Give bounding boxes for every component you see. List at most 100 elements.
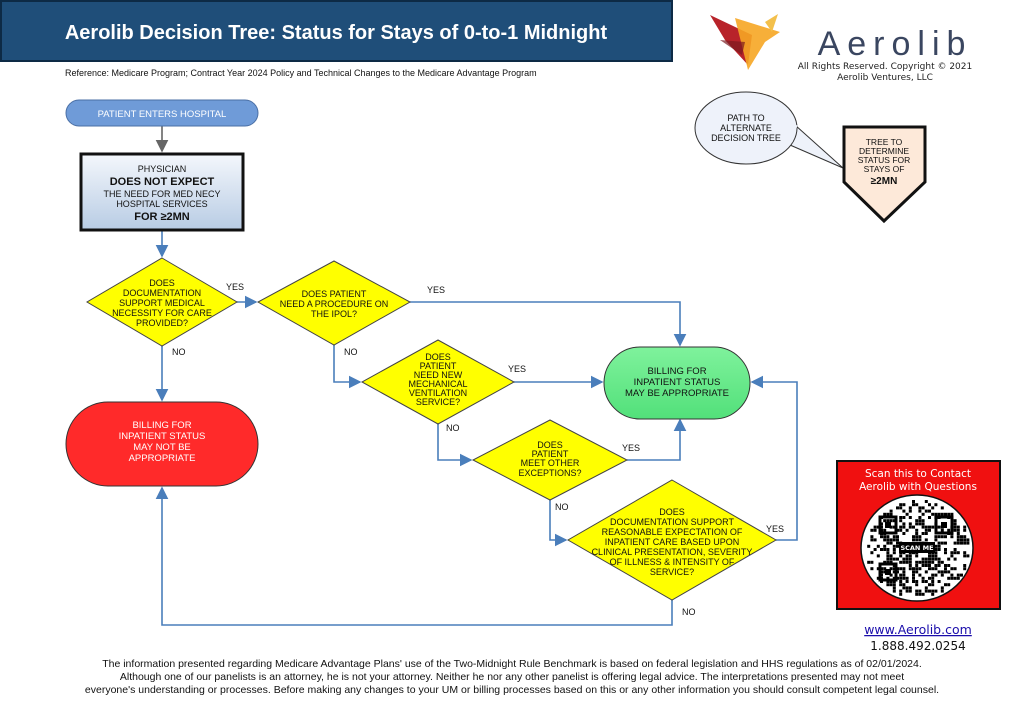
qr-module — [905, 586, 909, 590]
qr-module — [931, 512, 935, 516]
qr-module — [886, 541, 890, 545]
qr-module — [924, 586, 928, 590]
qr-module — [915, 503, 919, 507]
node-text: STAYS OF — [864, 164, 905, 174]
qr-module — [956, 525, 960, 529]
qr-module — [947, 576, 951, 580]
qr-module — [934, 535, 938, 539]
node-text: NEED A PROCEDURE ON — [280, 299, 389, 309]
qr-module — [902, 509, 906, 513]
node-text: NEED NEW — [414, 370, 463, 380]
qr-module — [902, 573, 906, 577]
node-text: INPATIENT STATUS — [634, 377, 721, 388]
qr-module — [934, 503, 938, 507]
no-label: NO — [446, 423, 460, 433]
qr-module — [924, 500, 928, 503]
node-text: ≥2MN — [871, 176, 898, 187]
node-text: TREE TO — [866, 137, 903, 147]
qr-module — [937, 535, 941, 539]
qr-module — [892, 557, 896, 561]
flow-edges — [155, 126, 798, 626]
qr-module — [905, 589, 909, 593]
qr-module — [915, 589, 919, 593]
qr-module — [902, 576, 906, 580]
aerolib-logo: Aerolib All Rights Reserved. Copyright ©… — [710, 14, 972, 83]
qr-module — [883, 519, 887, 523]
website-link[interactable]: www.Aerolib.com — [864, 622, 972, 637]
qr-module — [931, 560, 935, 564]
qr-module — [934, 538, 938, 542]
qr-module — [902, 522, 906, 526]
qr-module — [889, 525, 893, 529]
qr-module — [928, 509, 931, 513]
qr-module — [934, 564, 938, 567]
node-text: EXCEPTIONS? — [518, 468, 581, 478]
decision-mechanical-ventilation: DOES PATIENT NEED NEW MECHANICAL VENTILA… — [360, 339, 516, 425]
qr-module — [950, 535, 954, 539]
qr-module — [896, 557, 899, 561]
qr-contact-panel[interactable]: Scan this to Contact Aerolib with Questi… — [836, 460, 1001, 610]
qr-module — [886, 535, 890, 539]
qr-module — [899, 589, 903, 593]
qr-module — [940, 560, 944, 564]
qr-module — [928, 576, 931, 580]
qr-module — [896, 538, 899, 542]
qr-module — [928, 554, 931, 558]
no-label: NO — [344, 347, 358, 357]
qr-module — [928, 564, 931, 567]
qr-module — [956, 538, 960, 542]
qr-module — [905, 512, 909, 516]
qr-module — [960, 573, 963, 577]
logo-wordmark: Aerolib — [818, 25, 973, 63]
qr-module — [934, 544, 938, 548]
node-text: NECESSITY FOR CARE — [112, 308, 212, 318]
qr-module — [944, 548, 947, 551]
qr-module — [892, 544, 896, 548]
qr-module — [908, 525, 912, 529]
qr-module — [908, 506, 912, 510]
qr-module — [921, 525, 925, 529]
qr-module — [902, 503, 906, 507]
qr-module — [953, 519, 957, 523]
qr-module — [944, 583, 947, 587]
qr-module — [883, 567, 887, 571]
qr-module — [902, 532, 906, 535]
qr-module — [937, 560, 941, 564]
qr-module — [892, 570, 896, 574]
qr-module — [928, 557, 931, 561]
qr-module — [915, 538, 919, 542]
qr-module — [889, 554, 893, 558]
qr-module — [921, 576, 925, 580]
qr-module — [963, 538, 967, 542]
node-text: PROVIDED? — [136, 318, 188, 328]
node-text: PATH TO — [727, 113, 764, 123]
qr-module — [940, 506, 944, 510]
qr-module — [892, 535, 896, 539]
copyright-text: All Rights Reserved. Copyright © 2021 — [798, 62, 972, 72]
qr-module — [899, 516, 903, 519]
node-text: DOES — [149, 278, 175, 288]
qr-module — [886, 519, 890, 523]
qr-module — [953, 548, 957, 551]
qr-module — [921, 560, 925, 564]
qr-module — [963, 541, 967, 545]
qr-module — [886, 548, 890, 551]
node-text: HOSPITAL SERVICES — [116, 199, 207, 209]
qr-module — [892, 586, 896, 590]
qr-code[interactable]: SCAN ME — [860, 494, 974, 602]
alternate-tree-connector[interactable]: TREE TO DETERMINE STATUS FOR STAYS OF ≥2… — [842, 125, 927, 224]
qr-module — [905, 557, 909, 561]
qr-module — [905, 528, 909, 532]
qr-module — [902, 567, 906, 571]
qr-module — [876, 576, 880, 580]
qr-module — [886, 551, 890, 555]
node-text: DOCUMENTATION SUPPORT — [610, 517, 735, 527]
qr-module — [928, 583, 931, 587]
alternate-path-callout[interactable]: PATH TO ALTERNATE DECISION TREE — [694, 91, 844, 169]
node-text: BILLING FOR — [647, 366, 706, 377]
qr-module — [924, 564, 928, 567]
qr-module — [883, 548, 887, 551]
qr-module — [886, 557, 890, 561]
qr-module — [937, 512, 941, 516]
node-text: INPATIENT CARE BASED UPON — [605, 537, 740, 547]
